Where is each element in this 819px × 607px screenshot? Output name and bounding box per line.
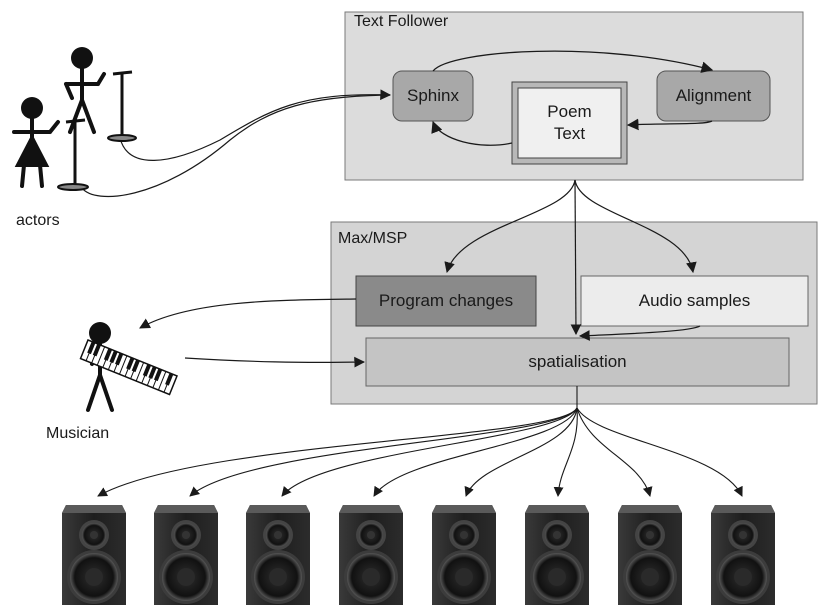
- spatialisation-label: spatialisation: [528, 352, 627, 371]
- program-changes-to-musician-arrow: [139, 298, 357, 329]
- keyboard-to-spatialisation-arrow: [184, 356, 366, 368]
- audio-samples-label: Audio samples: [638, 291, 751, 310]
- program-changes-label: Program changes: [378, 291, 514, 310]
- loudspeaker-icon: [525, 505, 589, 605]
- actor-mic-cable-1: [119, 89, 392, 161]
- actors-group: [12, 47, 137, 191]
- spatialisation-node: [365, 337, 790, 387]
- poem-to-sphinx-arrow: [431, 120, 513, 146]
- alignment-node: [656, 70, 771, 122]
- loudspeaker-icon: [339, 505, 403, 605]
- loudspeaker-icon: [711, 505, 775, 605]
- sphinx-to-alignment-arrow: [432, 50, 714, 73]
- tf-to-spatialisation-arrow: [570, 179, 582, 336]
- audio-samples-to-spatialisation-arrow: [578, 325, 701, 341]
- stick-figure-icon: [12, 97, 60, 188]
- loudspeaker-icon: [246, 505, 310, 605]
- text-follower-title: Text Follower: [354, 13, 449, 30]
- musician-label: Musician: [46, 425, 110, 442]
- musician-group: [79, 322, 178, 412]
- microphone-stand-icon: [107, 70, 137, 142]
- loudspeaker-icon: [154, 505, 218, 605]
- tf-to-program-changes-arrow: [444, 179, 576, 274]
- poem-text-line2: Text: [553, 124, 586, 143]
- poem-text-line1: Poem: [547, 102, 592, 121]
- microphone-stand-icon: [57, 118, 89, 191]
- tf-to-audio-samples-arrow: [574, 179, 697, 274]
- alignment-to-poem-arrow: [626, 118, 713, 131]
- program-changes-node: [355, 275, 537, 327]
- stick-figure-icon: [64, 47, 106, 134]
- keyboard-instrument-icon: [79, 339, 178, 396]
- loudspeaker-icon: [618, 505, 682, 605]
- sphinx-label: Sphinx: [407, 86, 459, 105]
- alignment-label: Alignment: [675, 86, 752, 105]
- maxmsp-title: Max/MSP: [338, 230, 408, 247]
- audio-samples-node: [580, 275, 809, 327]
- actor-mic-cable-2: [81, 94, 391, 198]
- loudspeaker-icon: [432, 505, 496, 605]
- poem-text-label: Poem Text: [518, 88, 621, 158]
- speaker-fan-arrows: [97, 386, 743, 497]
- actors-label: actors: [16, 212, 60, 229]
- speakers-row: [62, 505, 775, 605]
- loudspeaker-icon: [62, 505, 126, 605]
